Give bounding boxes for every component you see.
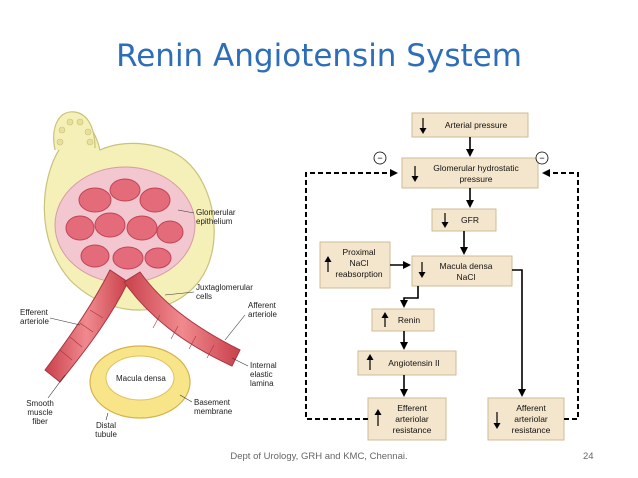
inhibit-sign-right: [535, 151, 549, 165]
proximal-line2: NaCl: [350, 258, 369, 268]
feedback-loop-efferent: [305, 169, 398, 420]
down-arrow-icon: [411, 166, 419, 182]
afferent-line1: Afferent: [516, 403, 546, 413]
box-macula-densa: [411, 255, 513, 287]
slide-title: Renin Angiotensin System: [116, 38, 522, 74]
glomerulus-tuft: [54, 166, 196, 284]
afferent-line3: resistance: [512, 425, 551, 435]
arrow-macula-to-afferent: [512, 269, 526, 397]
up-arrow-icon: [324, 256, 332, 272]
down-arrow-icon: [493, 412, 501, 429]
proximal-line3: reabsorption: [335, 269, 383, 279]
angiotensin-text: Angiotensin II: [388, 358, 440, 368]
proximal-line1: Proximal: [342, 247, 375, 257]
feedback-loop-afferent: [542, 169, 579, 420]
gfr-text: GFR: [461, 215, 479, 225]
label-macula-densa: Macula densa: [116, 374, 166, 383]
up-arrow-icon: [366, 354, 374, 370]
inhibit-sign-left: [373, 151, 387, 165]
afferent-line2: arteriolar: [514, 414, 548, 424]
afferent-arteriole-vessel: [123, 271, 241, 367]
down-arrow-icon: [419, 118, 427, 134]
box-proximal-nacl: [319, 241, 391, 289]
box-arterial-pressure: [411, 112, 529, 138]
efferent-line1: Efferent: [397, 403, 427, 413]
juxtaglomerular-illustration: [43, 111, 241, 419]
glomerular-pressure-line2: pressure: [459, 174, 492, 184]
tubule-cells: [56, 118, 94, 146]
box-angiotensin: [357, 350, 457, 376]
renin-text: Renin: [398, 315, 420, 325]
box-afferent-resistance: [487, 397, 565, 441]
up-arrow-icon: [381, 312, 389, 327]
down-arrow-icon: [441, 213, 449, 228]
box-efferent-resistance: [367, 397, 447, 441]
inhibit-sign-left-text: −: [377, 153, 382, 163]
arrow-macula-to-renin: [400, 286, 419, 308]
arterial-pressure-text: Arterial pressure: [445, 120, 508, 130]
down-arrow-icon: [418, 262, 426, 278]
macula-densa-line2: NaCl: [457, 272, 476, 282]
inhibit-sign-right-text: −: [539, 153, 544, 163]
vessel-stripes: [59, 309, 215, 361]
flow-diagram: Arterial pressure Glomerular hydrostatic…: [305, 112, 579, 441]
efferent-line3: resistance: [393, 425, 432, 435]
efferent-line2: arteriolar: [395, 414, 429, 424]
box-renin: [371, 308, 435, 332]
tubule-neck: [53, 111, 96, 151]
page-number: 24: [583, 451, 594, 462]
macula-densa-line1: Macula densa: [440, 261, 493, 271]
glomerular-pressure-line1: Glomerular hydrostatic: [433, 163, 519, 173]
up-arrow-icon: [374, 409, 382, 426]
distal-tubule-ring: [89, 345, 191, 419]
box-glomerular-pressure: [401, 157, 539, 189]
slide-footer: Dept of Urology, GRH and KMC, Chennai.: [230, 451, 408, 462]
